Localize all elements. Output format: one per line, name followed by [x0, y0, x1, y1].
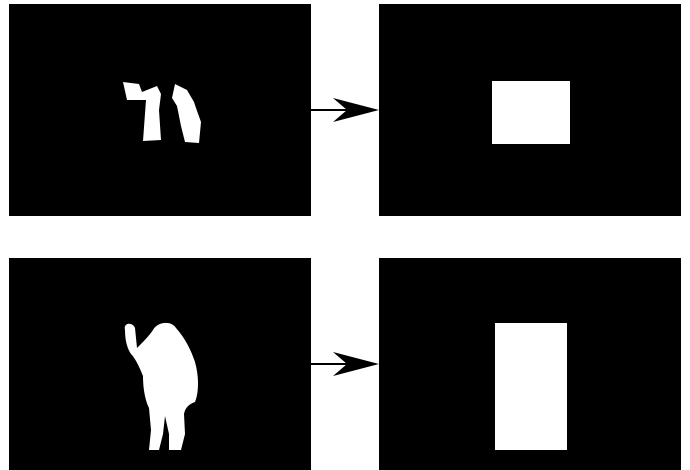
- bounding-box-mask-2: [379, 258, 681, 470]
- output-box-panel-2: [379, 258, 681, 470]
- segmentation-mask-1: [9, 4, 311, 216]
- mask-shape-left-piece: [123, 82, 161, 141]
- right-arrow-icon: [311, 96, 379, 129]
- input-mask-panel-1: [9, 4, 311, 216]
- right-arrow-icon: [311, 350, 379, 383]
- output-box-panel-1: [379, 4, 681, 216]
- mask-shape-person: [125, 323, 198, 450]
- input-mask-panel-2: [9, 258, 311, 470]
- bounding-box-mask-1: [379, 4, 681, 216]
- mask-shape-right-piece: [172, 84, 201, 143]
- bounding-box-rectangle-2: [495, 323, 567, 450]
- segmentation-mask-2: [9, 258, 311, 470]
- bounding-box-rectangle-1: [492, 81, 570, 144]
